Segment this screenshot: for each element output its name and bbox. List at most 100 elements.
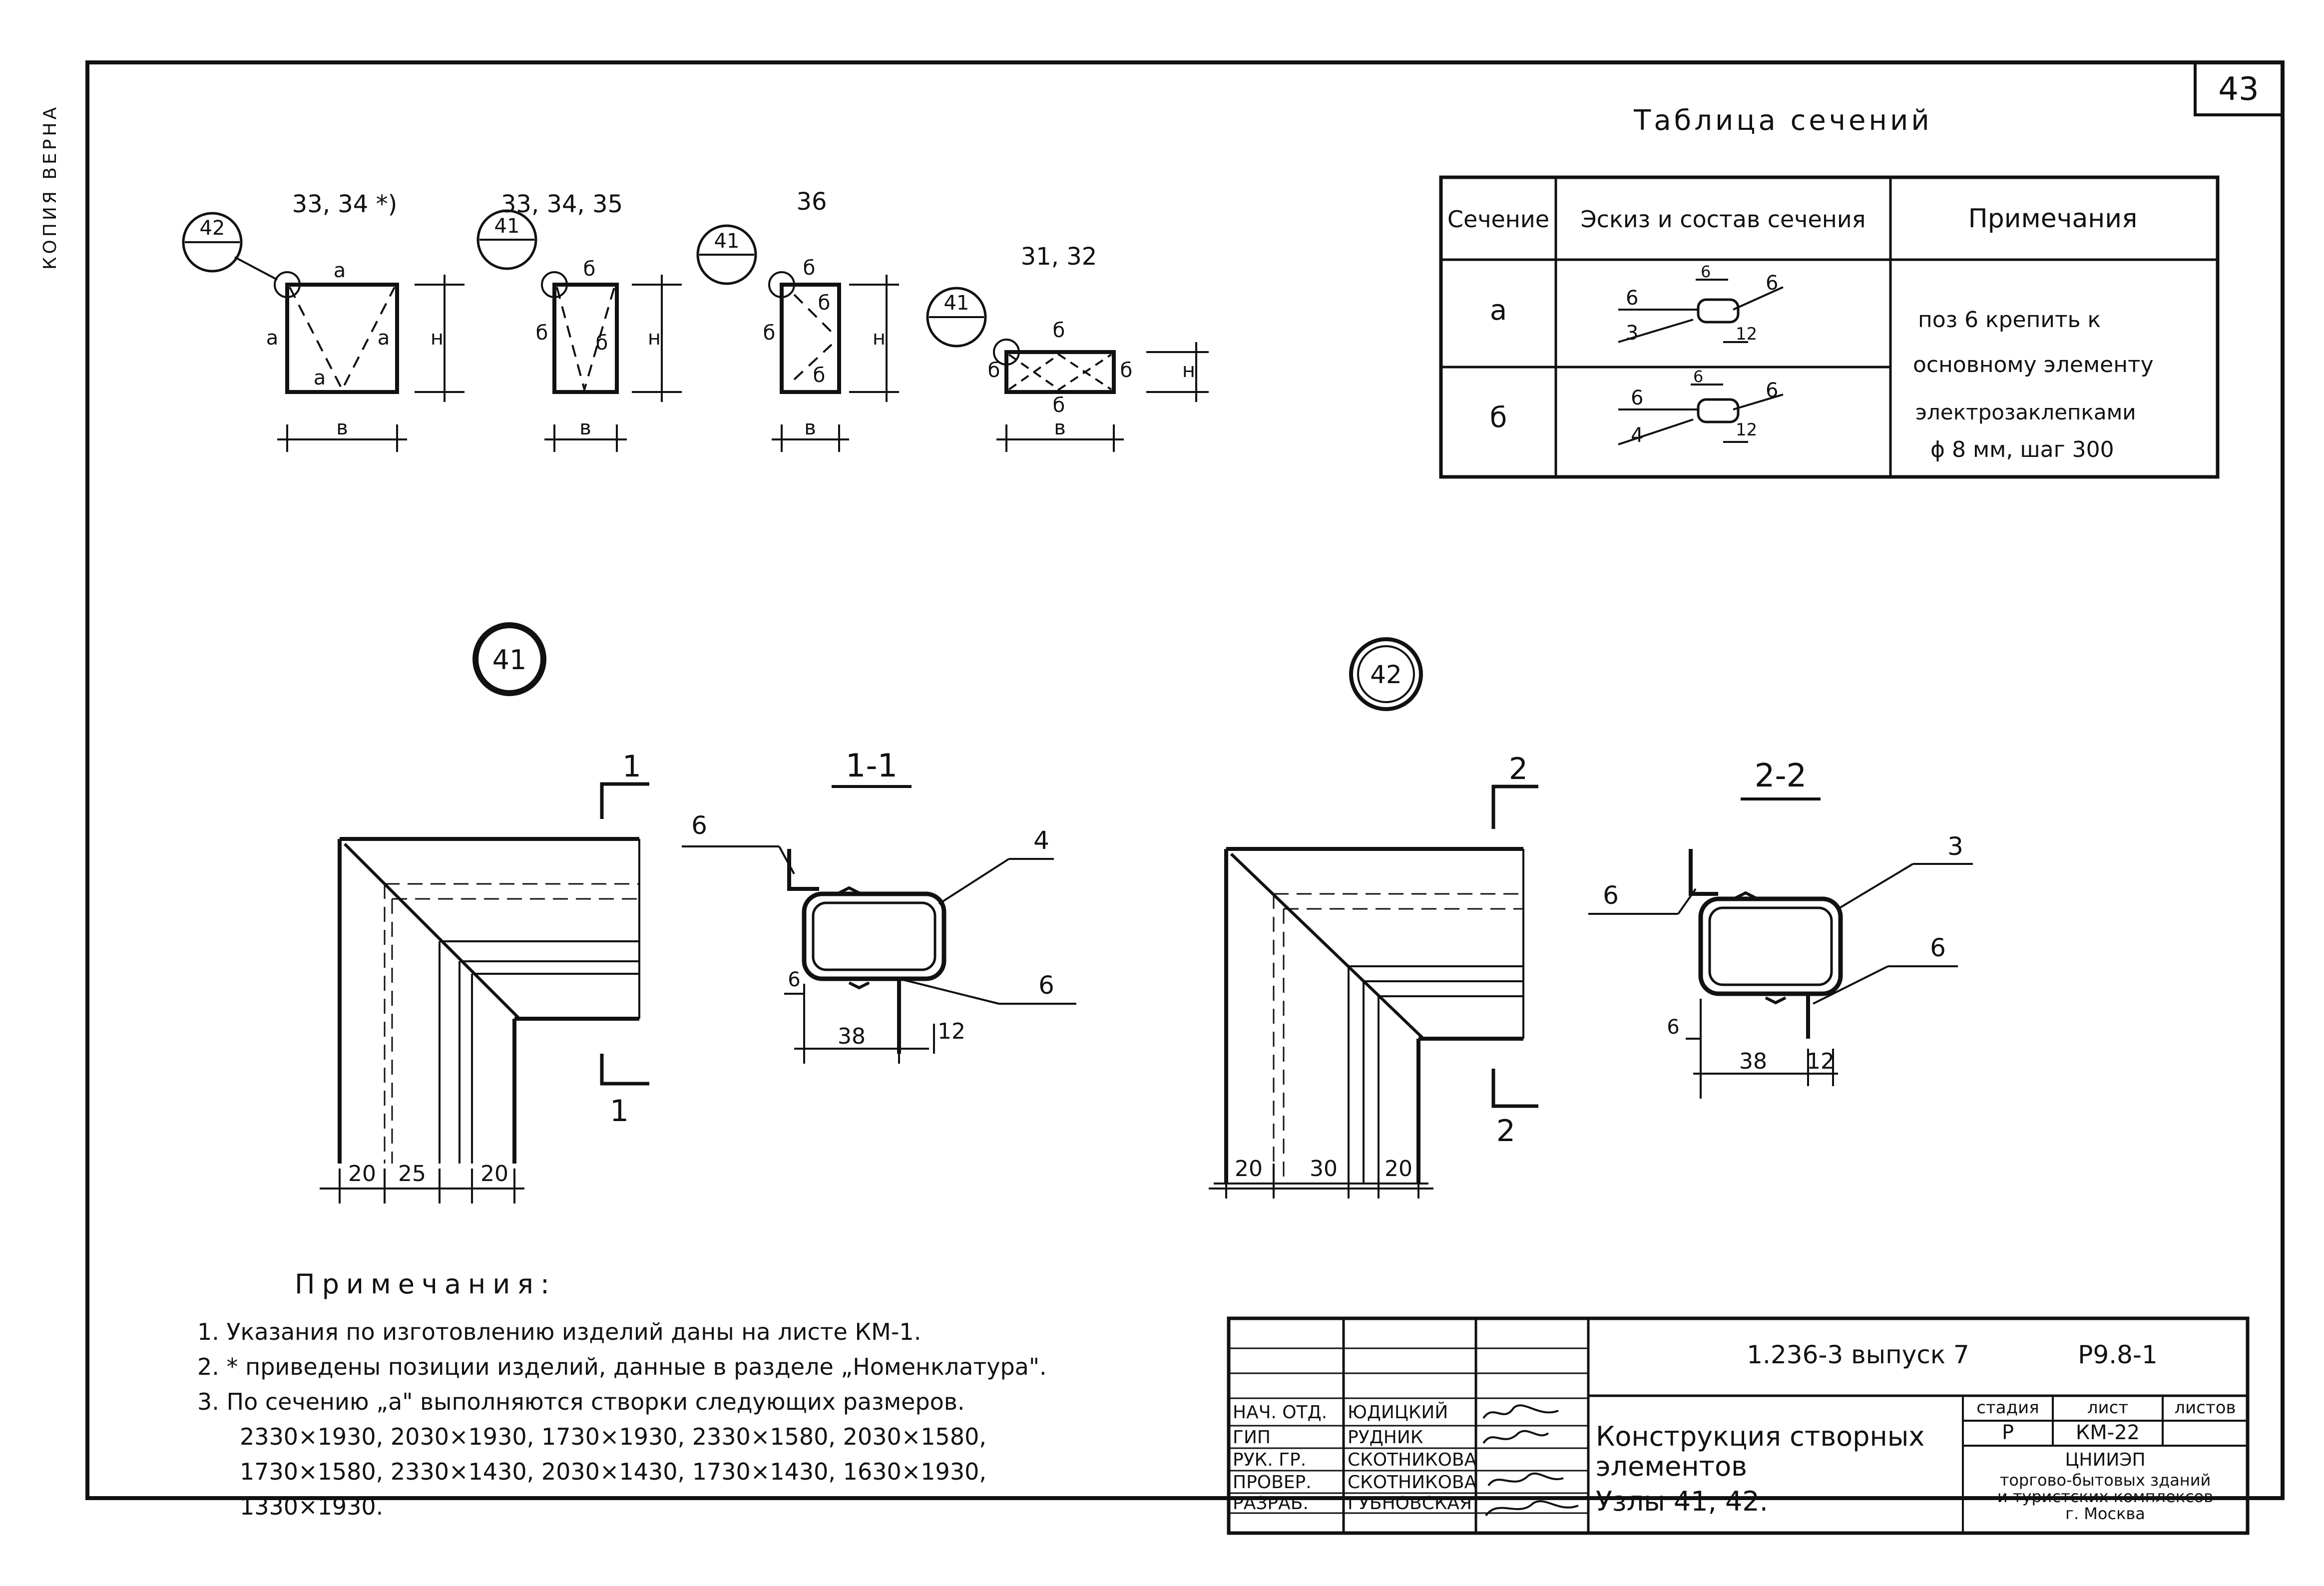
svg-text:38: 38	[838, 1024, 866, 1049]
side-label-text: КОПИЯ ВЕРНА	[40, 104, 60, 270]
staff-role: ГИП	[1233, 1427, 1271, 1448]
svg-text:б: б	[803, 257, 816, 280]
svg-text:12: 12	[1736, 420, 1757, 440]
svg-text:6: 6	[1603, 881, 1619, 910]
org-line: ЦНИИЭП	[2065, 1450, 2145, 1470]
staff-name: СКОТНИКОВА	[1348, 1472, 1477, 1493]
staff-name: СКОТНИКОВА	[1348, 1450, 1477, 1470]
svg-text:12: 12	[937, 1019, 965, 1044]
section-table: Таблица сечений Сечение Эскиз и состав с…	[1439, 104, 2220, 479]
svg-text:6: 6	[1693, 367, 1703, 386]
node-marker-circle	[1349, 637, 1423, 711]
staff-name: ЮДИЦКИЙ	[1348, 1402, 1448, 1423]
svg-text:6: 6	[1626, 287, 1638, 310]
sheet-frame	[85, 60, 2285, 1500]
svg-text:н: н	[1182, 359, 1195, 382]
node-marker-circle	[472, 622, 546, 696]
elevation-1: 33, 34 *) 42 а а а а н в	[182, 190, 465, 452]
svg-text:в: в	[336, 416, 348, 439]
svg-text:б: б	[536, 322, 548, 345]
svg-text:в: в	[579, 416, 591, 439]
svg-text:б: б	[1053, 319, 1065, 342]
sheet-value: КМ-22	[2076, 1421, 2140, 1444]
svg-text:20: 20	[348, 1161, 376, 1187]
table-row-section: а	[1490, 294, 1507, 327]
svg-text:38: 38	[1739, 1049, 1767, 1074]
svg-text:20: 20	[1235, 1156, 1263, 1182]
section-1-1: 1-1 6 4 6 6 38 12	[682, 748, 1076, 1064]
svg-text:а: а	[314, 367, 326, 390]
node-41: 41 1 1 20 25 20 1-1	[320, 622, 1076, 1203]
section-table-title: Таблица сечений	[1633, 104, 1932, 137]
svg-text:6: 6	[788, 968, 800, 991]
node-callout-circle	[182, 212, 243, 273]
svg-text:12: 12	[1736, 324, 1757, 344]
document-code: 1.236-3 выпуск 7	[1747, 1340, 1969, 1369]
svg-text:6: 6	[1631, 387, 1643, 409]
staff-name: ГУБНОВСКАЯ	[1348, 1493, 1472, 1514]
sheet-number-box	[2194, 61, 2284, 116]
org-line: и туристских комплексов	[1997, 1487, 2213, 1506]
table-note-line: основному элементу	[1913, 352, 2154, 378]
section-title: 2-2	[1755, 758, 1807, 794]
sheets-header: листов	[2174, 1398, 2236, 1418]
svg-text:б: б	[818, 292, 831, 315]
note-line: 1730×1580, 2330×1430, 2030×1430, 1730×14…	[240, 1458, 986, 1485]
svg-text:б: б	[1120, 359, 1133, 382]
svg-text:1: 1	[610, 1094, 629, 1129]
table-row-section: б	[1490, 401, 1507, 434]
svg-text:а: а	[334, 259, 346, 282]
signatures	[1482, 1404, 1579, 1517]
sheet-number: 43	[2218, 71, 2259, 108]
frame-corner-41: 20 25 20	[320, 837, 640, 1203]
stage-value: Р	[2002, 1421, 2014, 1444]
svg-text:25: 25	[398, 1161, 426, 1187]
svg-text:6: 6	[1038, 971, 1054, 1000]
org-line: г. Москва	[2065, 1504, 2145, 1523]
svg-text:н: н	[431, 327, 444, 350]
elevation-title: 33, 34 *)	[292, 190, 398, 218]
frame-outline	[552, 283, 619, 394]
elevation-2: 33, 34, 35 41 б б б н в	[476, 190, 682, 452]
svg-text:6: 6	[1766, 379, 1778, 402]
side-label: КОПИЯ ВЕРНА	[35, 70, 65, 280]
svg-text:н: н	[873, 327, 886, 350]
table-note-line: поз 6 крепить к	[1918, 307, 2101, 333]
svg-text:1: 1	[622, 749, 641, 784]
notes-heading: Примечания:	[295, 1268, 557, 1300]
note-line: 2. * приведены позиции изделий, данные в…	[197, 1353, 1047, 1380]
elevation-4: 31, 32 41 б б б б н в	[926, 243, 1209, 452]
elevation-title: 31, 32	[1021, 243, 1097, 271]
staff-role: НАЧ. ОТД.	[1233, 1402, 1327, 1423]
sheet-header: лист	[2087, 1398, 2128, 1418]
svg-text:в: в	[1054, 416, 1066, 439]
frame-outline	[1004, 350, 1116, 394]
svg-text:2: 2	[1496, 1114, 1515, 1149]
node-42: 42 2 2 20 30 20 2-2	[1209, 637, 1973, 1198]
svg-text:в: в	[804, 416, 816, 439]
svg-text:6: 6	[691, 811, 707, 840]
section-2-2: 2-2 6 3 6 6 38 12	[1588, 758, 1973, 1099]
node-callout-circle	[476, 209, 537, 270]
node-callout-label: 42	[200, 217, 225, 240]
drawing-title-line: Конструкция створных	[1596, 1421, 1924, 1452]
frame-corner-42: 20 30 20	[1209, 847, 1524, 1198]
svg-text:б: б	[1053, 394, 1065, 417]
frame-outline	[285, 283, 399, 394]
drawing-title-line: элементов	[1596, 1451, 1747, 1482]
drawing-title-line: Узлы 41, 42.	[1596, 1486, 1768, 1517]
note-line: 1. Указания по изготовлению изделий даны…	[197, 1318, 922, 1345]
svg-text:б: б	[813, 364, 826, 387]
svg-text:4: 4	[1631, 424, 1643, 447]
svg-text:н: н	[648, 327, 661, 350]
svg-text:а: а	[266, 327, 279, 350]
note-line: 1330×1930.	[240, 1493, 384, 1520]
table-note-line: электрозаклепками	[1915, 400, 2136, 424]
svg-text:30: 30	[1310, 1156, 1338, 1182]
svg-text:6: 6	[1766, 272, 1778, 295]
section-sketch-a: 6 3 6 6 12	[1618, 262, 1784, 345]
note-line: 2330×1930, 2030×1930, 1730×1930, 2330×15…	[240, 1423, 986, 1450]
node-marker-label: 41	[492, 644, 527, 676]
svg-text:20: 20	[1385, 1156, 1412, 1182]
